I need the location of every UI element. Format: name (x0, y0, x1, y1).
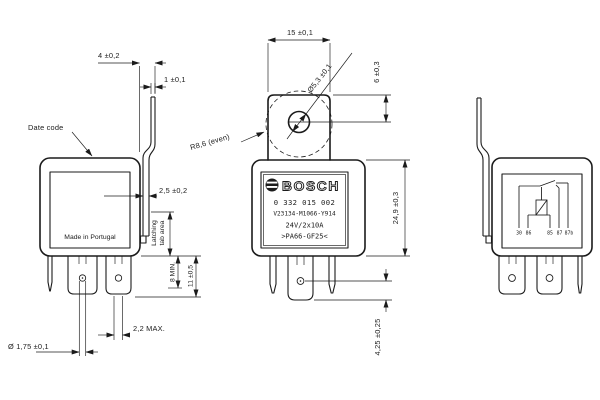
contact-blade (539, 180, 556, 187)
svg-text:11 ±0,5: 11 ±0,5 (188, 265, 195, 287)
svg-text:1 ±0,1: 1 ±0,1 (164, 75, 186, 84)
relay-body-side (39, 157, 141, 257)
made-in-text: Made in Portugal (64, 234, 116, 241)
relay-face-right (501, 173, 583, 249)
center-blade-terminal (287, 256, 314, 301)
blade-terminal-1 (67, 256, 98, 295)
blade-terminal-2 (105, 256, 132, 295)
svg-text:24,9 ±0,3: 24,9 ±0,3 (391, 192, 400, 225)
svg-text:R8,6 (even): R8,6 (even) (189, 132, 231, 152)
tab-radius-dashed-circle (265, 90, 333, 158)
terminal-label-30: 30 (516, 231, 522, 237)
terminal-label-87: 87 (557, 231, 563, 237)
coil-pin-left (269, 255, 277, 294)
svg-text:15 ±0,1: 15 ±0,1 (287, 28, 313, 37)
svg-text:4 ±0,2: 4 ±0,2 (98, 51, 120, 60)
dim-tab-hole-dia: Ø5,3 ±0,1 (286, 52, 353, 140)
product-label: BOSCH 0 332 015 002 V23134-M1066-Y914 24… (260, 171, 349, 249)
dim-tab-hole-pos: 6 ±0,3 (333, 61, 391, 123)
dim-bracket-thickness: 1 ±0,1 (140, 75, 186, 94)
dim-bracket-offset: 4 ±0,2 (98, 51, 166, 152)
dim-tab-width: 15 ±0,1 (267, 28, 331, 92)
dim-terminal-hole-pos: 4,25 ±0,25 (305, 269, 392, 355)
brand-text: BOSCH (282, 180, 340, 194)
dim-terminal-hole: Ø 1,75 ±0,1 (8, 281, 98, 356)
dim-tab-radius: R8,6 (even) (189, 131, 265, 152)
svg-text:Date code: Date code (28, 123, 64, 132)
svg-text:4,25 ±0,25: 4,25 ±0,25 (373, 319, 382, 356)
part-number: 0 332 015 002 (274, 198, 335, 207)
dim-latching-area: Latching tab area (151, 211, 174, 257)
right-view-terminals (498, 255, 583, 295)
relay-circuit-schematic: 30 86 85 87 87b (516, 180, 574, 237)
dim-tab-depth: 2,5 ±0,2 (104, 186, 187, 199)
pin-terminal-edge (47, 255, 53, 292)
relay-body-front (251, 159, 366, 257)
svg-text:8 MIN.: 8 MIN. (170, 262, 177, 282)
svg-text:Latching: Latching (151, 220, 158, 246)
svg-text:6 ±0,3: 6 ±0,3 (372, 61, 381, 83)
mounting-bracket-edge-right (476, 97, 493, 244)
left-side-view: Made in Portugal 4 ±0,2 (8, 51, 201, 356)
relay-body-face (49, 171, 131, 249)
front-view-terminals (269, 255, 336, 301)
left-view-terminals (47, 255, 132, 295)
svg-text:tab area: tab area (159, 220, 166, 245)
mounting-bracket-edge (139, 96, 156, 244)
svg-text:2,2 MAX.: 2,2 MAX. (133, 324, 165, 333)
terminal-label-85: 85 (547, 231, 553, 237)
right-side-view: 30 86 85 87 87b (476, 97, 593, 295)
coil-pin-right (328, 255, 336, 294)
rating-text: 24V/2x10A (286, 222, 325, 230)
dim-body-height: 24,9 ±0,3 (366, 159, 410, 257)
material-text: >PA66-GF25< (281, 233, 327, 241)
dim-terminal-thickness: 2,2 MAX. (98, 296, 165, 340)
svg-text:Ø5,3 ±0,1: Ø5,3 ±0,1 (305, 62, 333, 95)
pin-terminal-edge-right (577, 255, 583, 294)
relay-body-side-right (491, 157, 593, 257)
svg-text:Ø 1,75 ±0,1: Ø 1,75 ±0,1 (8, 342, 49, 351)
blade-terminal-r1 (498, 256, 526, 295)
front-view: R8,6 (even) 15 ±0,1 Ø5,3 ±0,1 6 ±0,3 (189, 28, 410, 355)
dim-terminal-lengths: 8 MIN. 11 ±0,5 (135, 255, 201, 298)
terminal-label-87b: 87b (565, 231, 574, 237)
blade-terminal-r2 (536, 256, 563, 295)
svg-text:2,5 ±0,2: 2,5 ±0,2 (159, 186, 187, 195)
terminal-label-86: 86 (526, 231, 532, 237)
mounting-tab (267, 94, 331, 161)
type-code: V23134-M1066-Y914 (273, 211, 336, 218)
date-code-callout: Date code (28, 123, 93, 157)
bosch-logo-icon (265, 178, 279, 192)
